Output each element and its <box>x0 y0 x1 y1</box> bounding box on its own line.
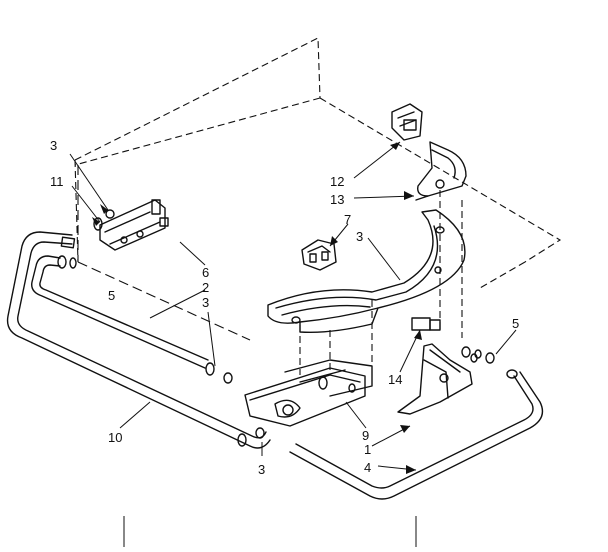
clip-7 <box>301 239 337 271</box>
arrowheads <box>92 142 422 474</box>
callout-10: 10 <box>108 430 122 445</box>
valve-block <box>237 359 373 447</box>
callout-4: 4 <box>364 460 371 475</box>
right-upper-bracket <box>415 141 467 201</box>
callout-7: 7 <box>344 212 351 227</box>
callout-3: 3 <box>356 229 363 244</box>
upper-tube <box>31 255 233 384</box>
callout-6: 6 <box>202 265 209 280</box>
callout-11: 11 <box>50 174 64 189</box>
callout-2: 2 <box>202 280 209 295</box>
scan-marks <box>123 516 417 547</box>
callout-3: 3 <box>258 462 265 477</box>
leader-lines <box>69 141 517 471</box>
right-tube <box>289 349 544 500</box>
left-tube <box>6 231 271 449</box>
right-lower-bracket <box>397 317 478 415</box>
callout-13: 13 <box>330 192 344 207</box>
callout-5: 5 <box>512 316 519 331</box>
callout-12: 12 <box>330 174 344 189</box>
callout-5: 5 <box>108 288 115 303</box>
callout-3: 3 <box>50 138 57 153</box>
callout-3: 3 <box>202 295 209 310</box>
callout-14: 14 <box>388 372 402 387</box>
clip-12 <box>391 103 423 141</box>
cradle-tray <box>267 209 466 333</box>
callout-9: 9 <box>362 428 369 443</box>
part-callouts: 3 11 5 6 2 3 10 3 12 13 7 3 5 14 9 1 4 <box>50 138 519 477</box>
cabinet-outline <box>74 37 562 375</box>
callout-1: 1 <box>364 442 371 457</box>
left-bracket <box>57 199 169 269</box>
